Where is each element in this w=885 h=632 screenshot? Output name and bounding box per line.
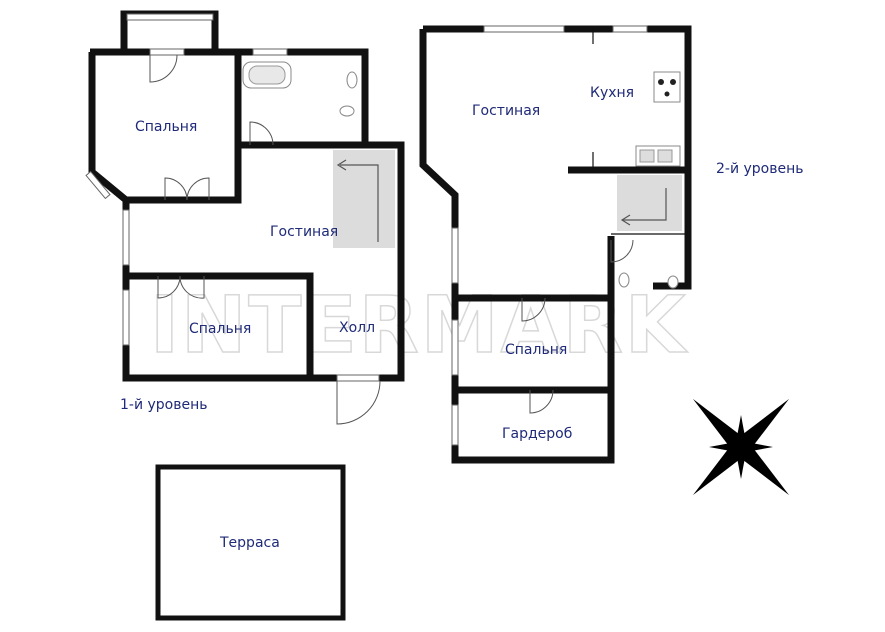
toilet-icon — [618, 272, 630, 288]
toilet-icon — [346, 71, 358, 89]
level-label: 2-й уровень — [716, 161, 804, 177]
door-swing-icon — [529, 389, 554, 414]
door-swing-icon — [249, 121, 274, 146]
double-door-icon — [157, 275, 205, 299]
stairs-icon — [333, 150, 395, 248]
door-swing-icon — [610, 239, 634, 263]
stairs-icon — [617, 175, 682, 231]
room-label-kitchen: Кухня — [590, 85, 634, 101]
room-label-living: Гостиная — [472, 103, 540, 119]
room-label-bedroom: Спальня — [189, 321, 251, 337]
sink-icon — [635, 145, 681, 167]
bathtub-icon — [242, 61, 292, 89]
level-2-plan: Гостиная Кухня Спальня Гардероб 2-й уров… — [419, 25, 804, 464]
sink-icon — [667, 275, 679, 289]
room-label-wardrobe: Гардероб — [502, 426, 572, 442]
terrace-plan: Терраса — [155, 464, 346, 621]
door-swing-icon — [521, 297, 546, 322]
stove-icon — [653, 71, 681, 103]
double-door-icon — [164, 177, 210, 201]
room-label-living: Гостиная — [270, 224, 338, 240]
room-label-bedroom: Спальня — [135, 119, 197, 135]
entrance-door-icon — [336, 380, 381, 425]
compass-rose-icon — [692, 398, 790, 496]
room-label-bedroom: Спальня — [505, 342, 567, 358]
level-1-plan: Спальня Гостиная Спальня Холл 1-й уровен… — [85, 10, 405, 425]
room-label-terrace: Терраса — [219, 535, 280, 551]
door-swing-icon — [149, 54, 178, 83]
room-label-hall: Холл — [339, 320, 375, 336]
sink-icon — [339, 105, 355, 117]
level-label: 1-й уровень — [120, 397, 208, 413]
